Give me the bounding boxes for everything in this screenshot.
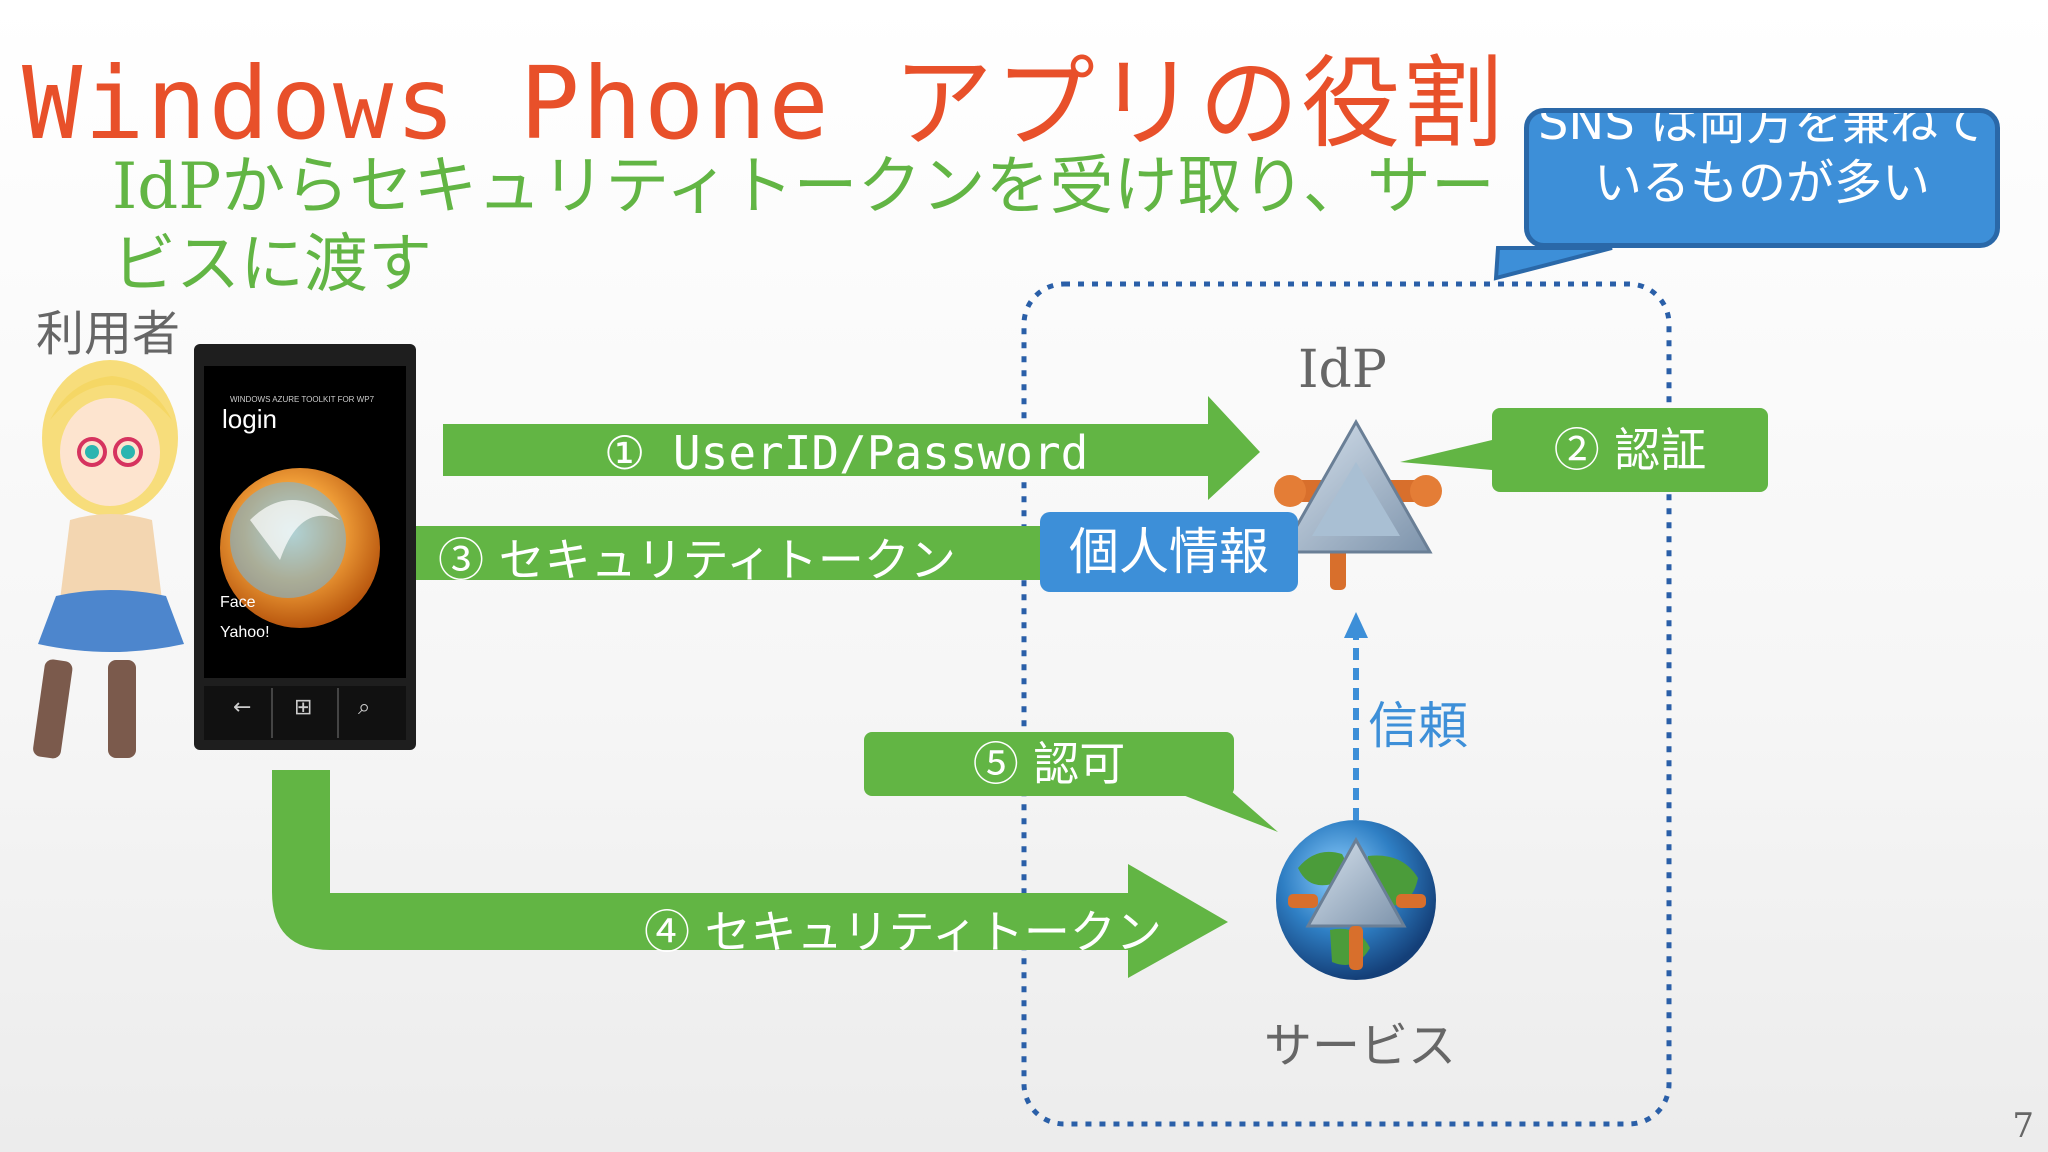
step1-arrow [443,396,1260,500]
sns-callout-text: SNS は両方を兼ねているものが多い [1537,108,1987,211]
slide-subtitle: IdPからセキュリティトークンを受け取り、サービスに渡す [112,150,1495,302]
windows-icon: ⊞ [294,695,312,720]
trust-boundary [1021,281,1672,1127]
phone-login-title: login [222,404,277,434]
phone-yahoo-option[interactable]: Yahoo! [220,624,270,641]
step2-box: ② 認証 [1492,408,1768,492]
trust-label: 信頼 [1368,697,1468,755]
phone-facebook-option[interactable]: Face [220,594,256,611]
search-icon: ⌕ [358,695,370,720]
callout-tail [1493,246,1613,281]
page-number: 7 [2012,1106,2034,1146]
step4-text: ④ セキュリティトークン [644,905,1162,959]
sns-callout: SNS は両方を兼ねているものが多い [1524,108,2000,248]
step5-box: ⑤ 認可 [864,732,1234,796]
slide-title: Windows Phone アプリの役割 [22,45,1505,162]
step3-text: ③ セキュリティトークン [438,533,956,587]
idp-icon [1274,418,1442,590]
step2-tail [1400,440,1492,470]
back-icon: ← [233,695,251,720]
phone-header-text: WINDOWS AZURE TOOLKIT FOR WP7 [230,395,375,404]
service-label: サービス [1264,1018,1457,1074]
phone-device: WINDOWS AZURE TOOLKIT FOR WP7 ← ⊞ ⌕ [194,344,416,750]
user-label: 利用者 [36,306,181,362]
step3-arrow [330,498,1060,606]
trust-arrow-head [1344,612,1368,638]
idp-label: IdP [1298,340,1387,400]
step1-text: ① UserID/Password [604,426,1089,480]
personal-info-box: 個人情報 [1040,512,1298,592]
user-avatar [33,360,184,759]
service-globe-icon [1276,820,1436,980]
step4-arrow [272,770,1228,978]
step5-tail [1170,790,1278,832]
